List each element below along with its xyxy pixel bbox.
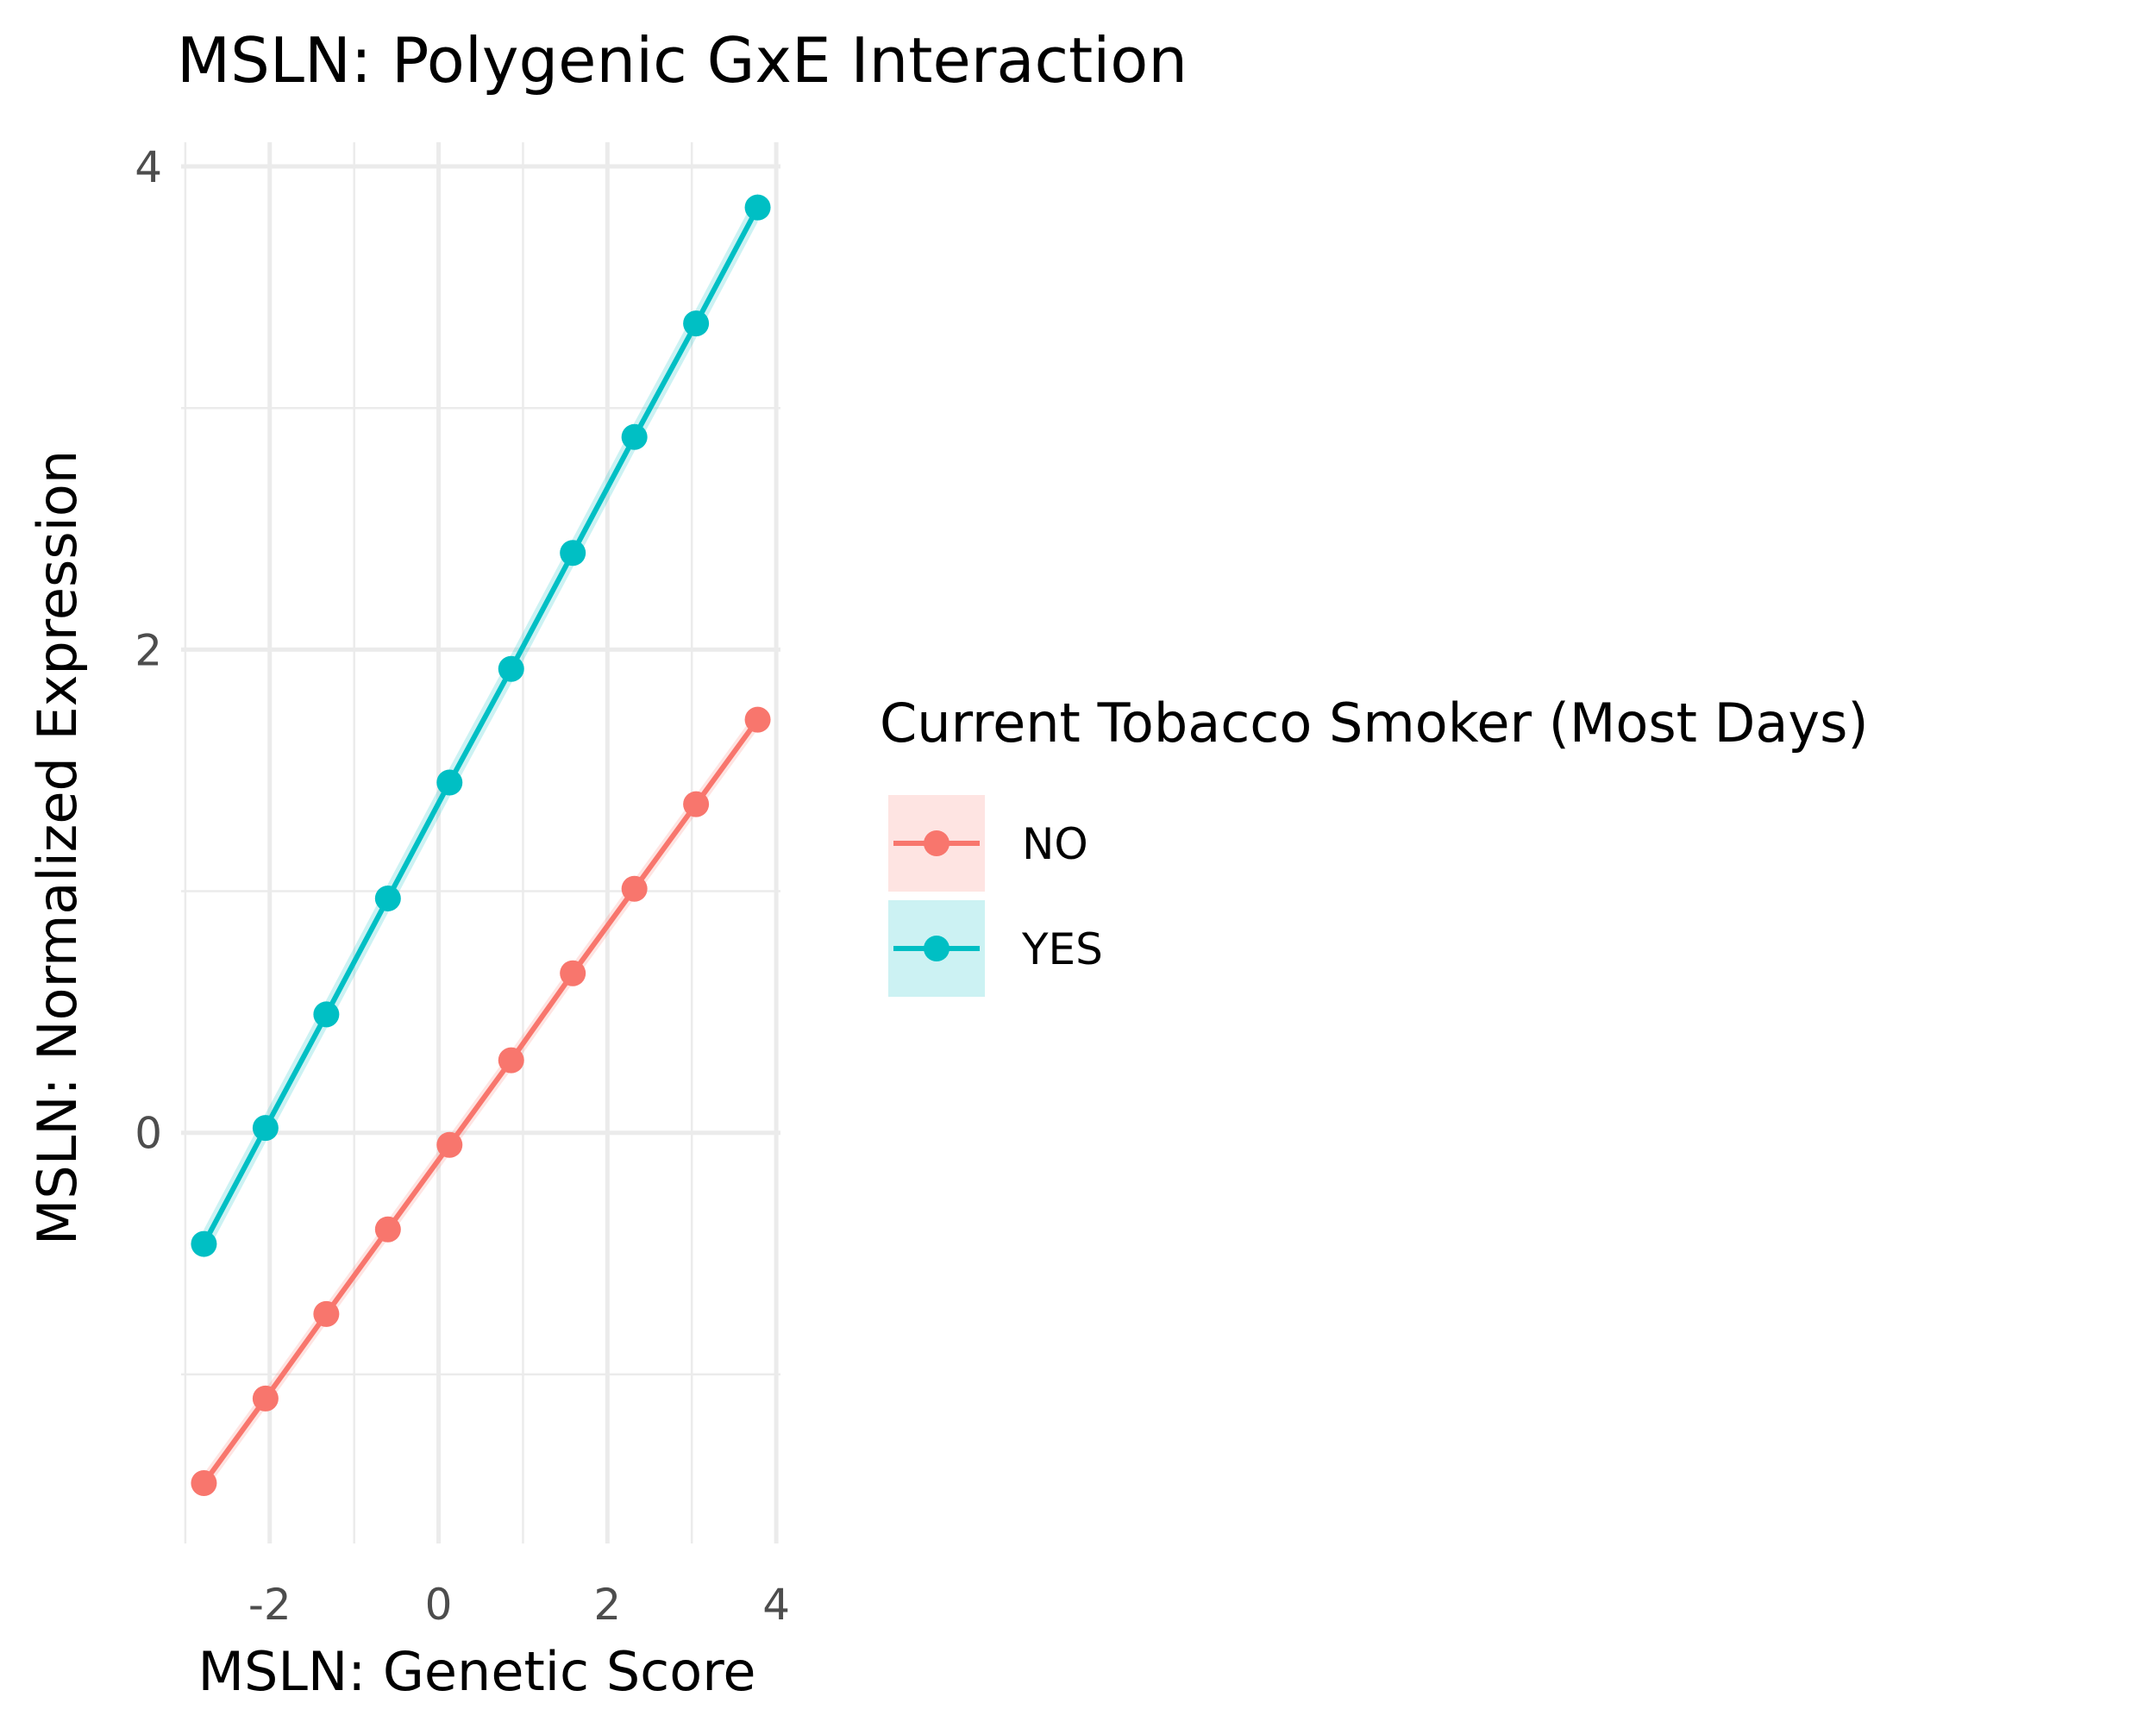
data-point-no: [436, 1131, 463, 1158]
legend-item-yes: YES: [888, 900, 1103, 997]
data-point-no: [313, 1300, 340, 1327]
legend-point-yes: [924, 936, 950, 961]
data-point-yes: [621, 423, 648, 450]
data-point-no: [744, 706, 771, 733]
axes: -2 0 2 4 0 2 4: [135, 142, 790, 1630]
grid-layer: [181, 142, 780, 1543]
data-point-yes: [313, 1001, 340, 1028]
data-point-yes: [683, 310, 710, 337]
series-line-no: [202, 717, 760, 1485]
y-tick-label: 0: [135, 1109, 162, 1159]
legend-keys: NO YES: [888, 795, 1103, 997]
x-tick-label: 2: [593, 1580, 621, 1630]
y-axis-label: MSLN: Normalized Expression: [26, 450, 89, 1245]
legend-label-yes: YES: [1021, 924, 1103, 974]
legend-title: Current Tobacco Smoker (Most Days): [880, 692, 1869, 754]
data-point-no: [560, 960, 586, 986]
y-tick-label: 2: [135, 625, 162, 675]
x-axis-label: MSLN: Genetic Score: [198, 1640, 756, 1703]
x-tick-label: 0: [425, 1580, 453, 1630]
data-point-yes: [498, 655, 524, 682]
data-point-no: [621, 875, 648, 902]
legend-label-no: NO: [1022, 819, 1088, 869]
x-tick-label: -2: [248, 1580, 291, 1630]
data-point-yes: [560, 540, 586, 567]
data-point-yes: [252, 1115, 279, 1142]
series-line-yes: [201, 206, 761, 1245]
legend-point-no: [924, 830, 950, 856]
data-point-yes: [436, 769, 463, 796]
data-point-no: [252, 1385, 279, 1412]
data-point-no: [498, 1047, 524, 1074]
legend-item-no: NO: [888, 795, 1088, 892]
series-points: [191, 194, 771, 1496]
data-point-no: [191, 1469, 217, 1496]
ci-ribbons: [204, 192, 758, 1493]
data-point-yes: [744, 194, 771, 221]
data-point-no: [683, 791, 710, 817]
legend: Current Tobacco Smoker (Most Days) NO YES: [880, 692, 1869, 997]
data-point-no: [374, 1216, 401, 1243]
y-tick-label: 4: [135, 142, 162, 192]
data-point-yes: [191, 1230, 217, 1257]
x-tick-label: 4: [762, 1580, 790, 1630]
chart-title: MSLN: Polygenic GxE Interaction: [177, 24, 1188, 97]
data-point-yes: [374, 885, 401, 911]
series-lines: [201, 206, 761, 1485]
